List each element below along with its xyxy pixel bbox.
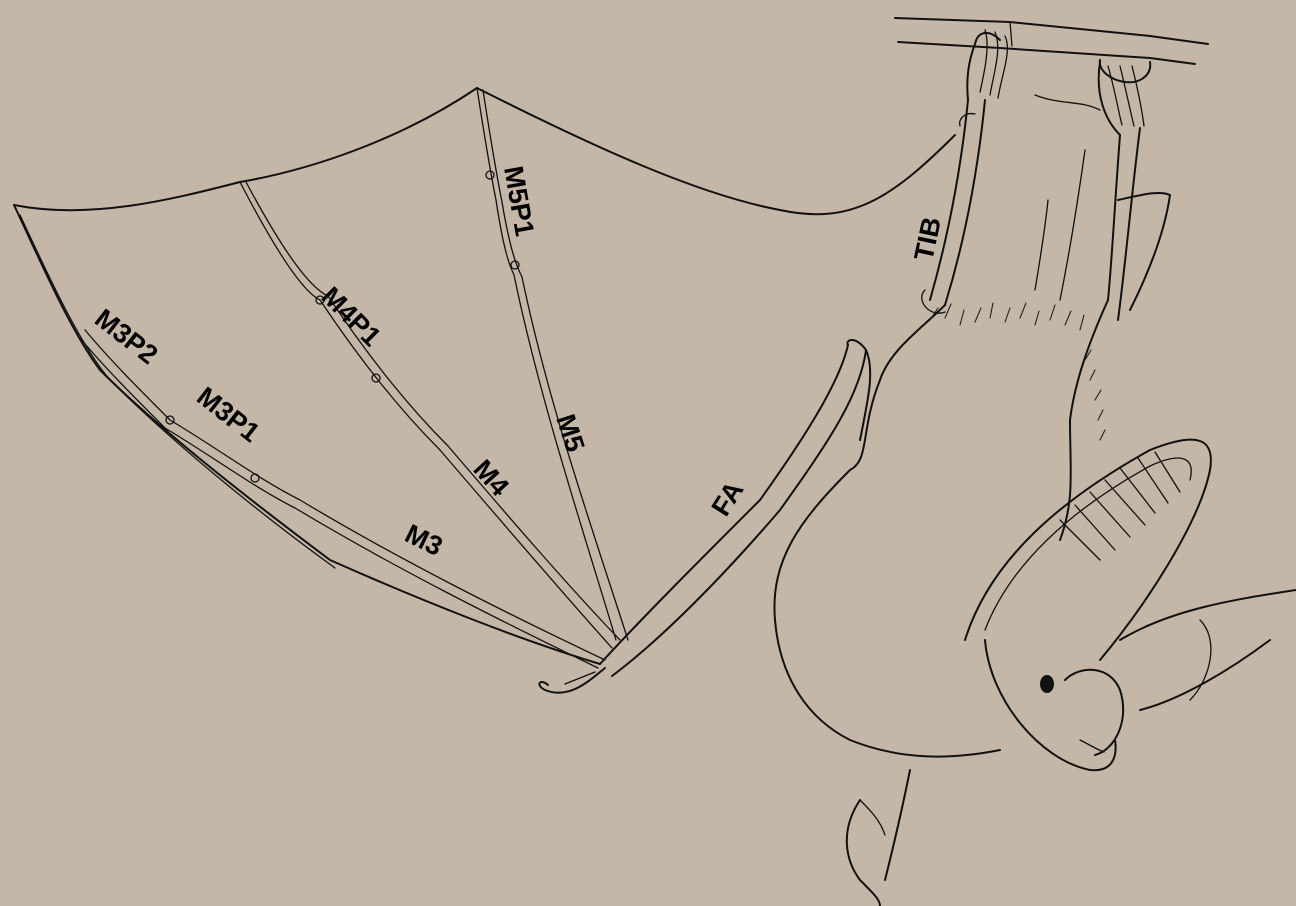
anatomical-labels: M5P1 TIB M4P1 M3P2 M3P1 M5 M4 FA M3 (89, 164, 947, 562)
feet (967, 30, 1150, 135)
perch-branch (895, 18, 1208, 64)
head (965, 440, 1296, 771)
label-fa: FA (706, 476, 750, 521)
forearm (539, 340, 870, 693)
label-m3p1: M3P1 (191, 381, 265, 448)
label-m4p1: M4P1 (316, 281, 387, 352)
digit-bones (80, 88, 628, 668)
label-m5p1: M5P1 (498, 164, 540, 239)
wing-membrane (14, 88, 955, 664)
body (774, 300, 1108, 757)
label-m5: M5 (550, 411, 590, 456)
lower-limb (847, 770, 910, 906)
label-m4: M4 (468, 454, 515, 502)
hind-legs (922, 95, 1140, 320)
label-m3p2: M3P2 (89, 303, 163, 370)
label-m3: M3 (400, 518, 447, 561)
